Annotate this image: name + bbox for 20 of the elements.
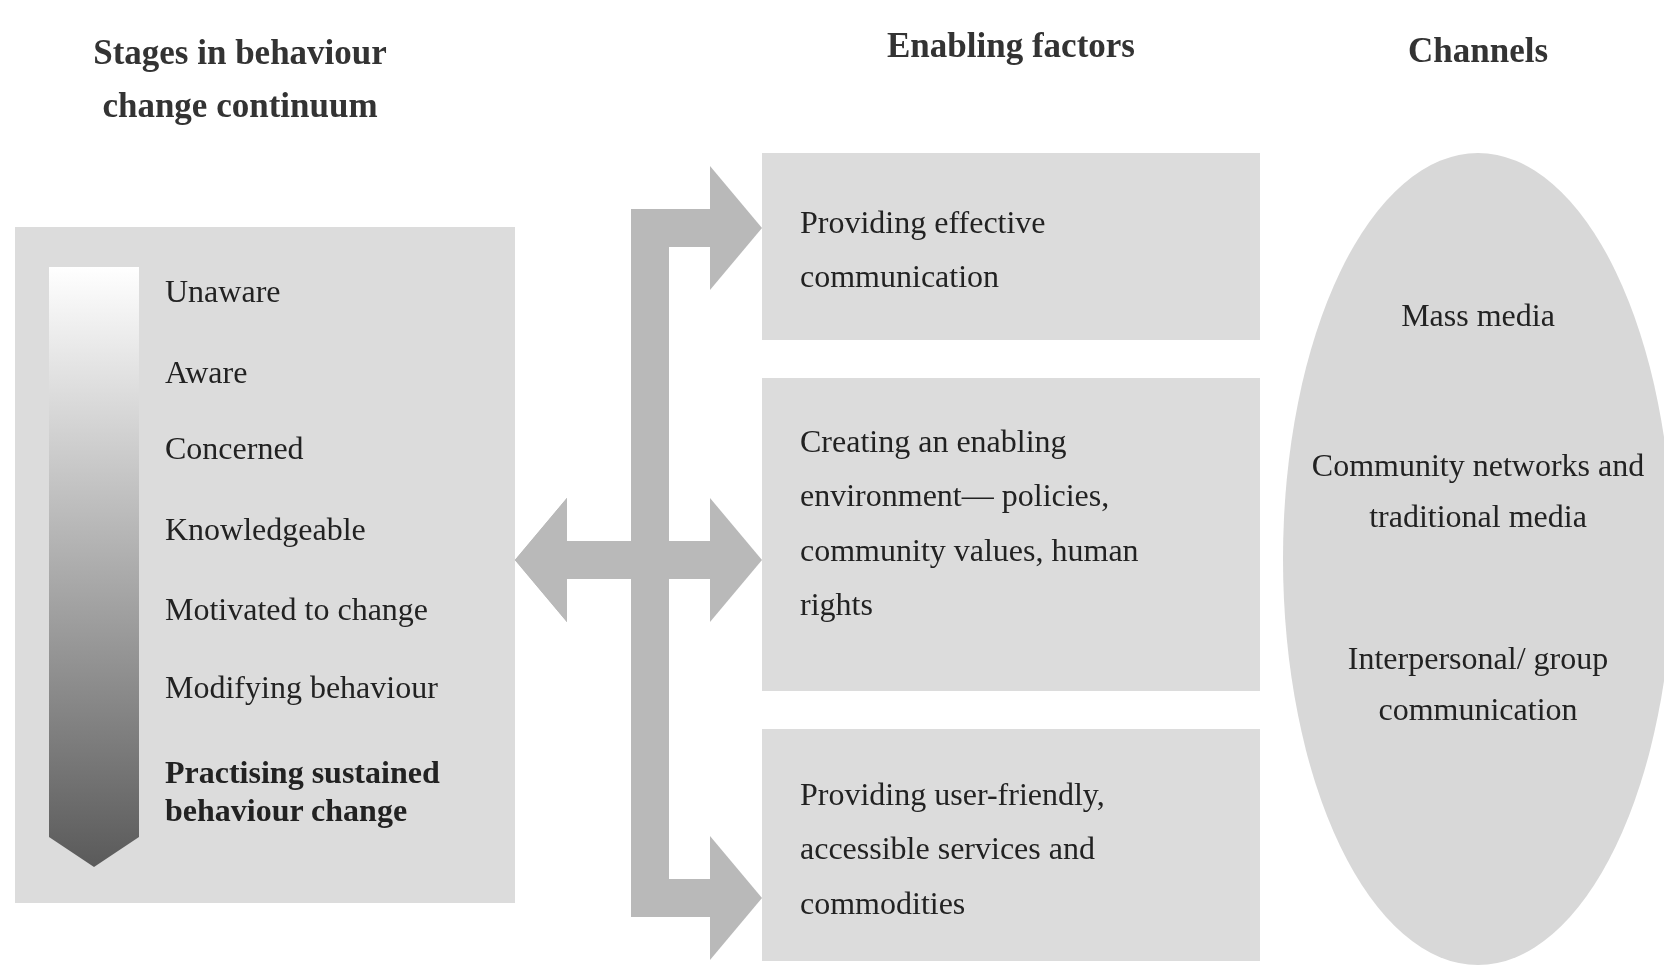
- channel-label: Interpersonal/ group communication: [1346, 639, 1610, 730]
- column-heading: Enabling factors: [886, 25, 1136, 67]
- column-heading: Channels: [1406, 30, 1550, 72]
- factor-text: Providing effective communication: [800, 203, 1047, 297]
- stage-label: Concerned: [165, 429, 305, 468]
- factor-box: [762, 153, 1260, 340]
- factor-text: Creating an enabling environment— policies, community values, human rights: [800, 422, 1140, 625]
- stage-label: Practising sustained behaviour change: [165, 753, 441, 830]
- factor-box: [762, 378, 1260, 691]
- column-heading: Stages in behaviour change continuum: [92, 32, 388, 127]
- stage-label: Knowledgeable: [165, 510, 367, 549]
- stage-label: Modifying behaviour: [165, 668, 439, 707]
- thick-arrow: [515, 498, 762, 960]
- channel-label: Community networks and traditional media: [1310, 446, 1646, 537]
- stage-label: Unaware: [165, 272, 282, 311]
- channel-label: Mass media: [1400, 296, 1556, 335]
- factor-box: [762, 729, 1260, 961]
- stage-label: Aware: [165, 353, 249, 392]
- factor-text: Providing user-friendly, accessible services and commodities: [800, 775, 1106, 923]
- stage-label: Motivated to change: [165, 590, 430, 629]
